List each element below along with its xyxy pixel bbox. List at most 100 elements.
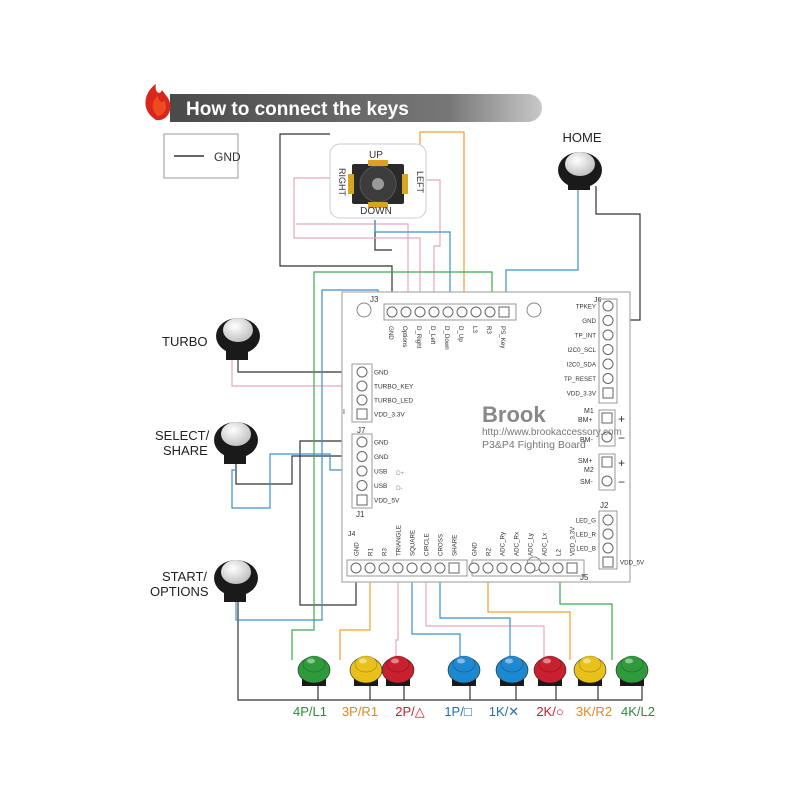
home-button-cap — [565, 152, 595, 176]
wire-blue-square — [411, 568, 461, 660]
m1-header — [598, 409, 616, 447]
action-button-highlight — [391, 658, 399, 664]
bottom-pin-label-2-r3: R3 — [382, 548, 389, 556]
j5-label: J5 — [580, 573, 589, 582]
m2-minus-sign: − — [618, 475, 625, 489]
home-button[interactable]: HOME — [558, 130, 602, 190]
start-button[interactable]: START/ OPTIONS — [150, 560, 258, 602]
j3-header — [383, 303, 517, 321]
j1-label: J1 — [356, 510, 365, 519]
j2-pin-led-b — [602, 542, 614, 554]
j6-pin-label-tp-int: TP_INT — [575, 333, 597, 340]
action-button-cap — [386, 655, 410, 673]
j7-pin-label-2-usb: USB — [374, 469, 387, 476]
joystick-left-label: LEFT — [415, 171, 425, 194]
bottom-pin-label-7-share: SHARE — [452, 535, 459, 556]
wire-pink-circle — [425, 568, 545, 660]
wire-orange-r1 — [339, 568, 371, 660]
j7-pin-2-usb — [356, 465, 368, 477]
header-bar — [170, 94, 542, 122]
j6-pin-label-tp-reset: TP_RESET — [564, 376, 596, 383]
wire-gnd-buttons — [237, 590, 643, 701]
j6-pin-label-i2c0-scl: I2C0_SCL — [567, 347, 596, 354]
action-button-cap — [538, 655, 562, 673]
action-button-2k-5[interactable]: 2K/○ — [533, 655, 567, 719]
turbo-cap — [223, 318, 253, 342]
action-button-3p-r1-1[interactable]: 3P/R1 — [342, 655, 383, 719]
action-button-3k-r2-6[interactable]: 3K/R2 — [573, 655, 612, 719]
j2-pin-vdd-5v — [602, 556, 614, 568]
j6-pin-tpkey — [602, 300, 614, 312]
select-button[interactable]: SELECT/ SHARE — [155, 422, 258, 464]
wire-blue-cross — [439, 568, 511, 660]
sm-minus-label: SM- — [580, 479, 594, 486]
j3-pin-d-down — [442, 306, 454, 318]
j6-pin-tp-reset — [602, 373, 614, 384]
bottom-pin-8-gnd — [468, 562, 480, 574]
joystick[interactable]: UP DOWN RIGHT LEFT — [329, 143, 427, 219]
j6-pin-i2c0-scl — [602, 344, 614, 355]
action-button-label: 1P/□ — [444, 704, 472, 719]
action-button-label: 2P/△ — [395, 704, 425, 719]
j6-pin-i2c0-sda — [602, 358, 614, 370]
turbo-header-pin-label-gnd: GND — [374, 370, 389, 377]
turbo-button[interactable]: TURBO — [162, 318, 260, 360]
action-button-highlight — [307, 658, 315, 664]
j3-pin-label-options: Options — [401, 326, 408, 347]
j7-pin-label-0-gnd: GND — [374, 440, 389, 447]
j2-pin-label-led-b: LED_B — [576, 546, 596, 553]
wire-gnd-turbo — [237, 355, 363, 373]
sm-plus-label: SM+ — [578, 458, 593, 465]
bottom-pin-label-9-r2: R2 — [486, 548, 493, 556]
joystick-up-label: UP — [369, 150, 383, 161]
usb-dm-label: D- — [396, 485, 403, 492]
j3-pin-d-up — [456, 306, 468, 318]
j6-pin-label-i2c0-sda: I2C0_SDA — [567, 362, 597, 369]
j6-pin-label-tpkey: TPKEY — [576, 304, 596, 311]
bottom-pin-label-11-adc-rx: ADC_Rx — [514, 531, 521, 556]
j2-pin-led-r — [602, 528, 614, 540]
m2-label: M2 — [584, 467, 594, 474]
action-button-highlight — [583, 658, 591, 664]
header: How to connect the keys — [145, 84, 542, 122]
j2-pin-label-led-r: LED_R — [576, 532, 596, 539]
bottom-pin-4-square — [406, 562, 418, 574]
joystick-down-label: DOWN — [360, 206, 392, 217]
bottom-pin-2-r3 — [378, 562, 390, 574]
turbo-header-pin-turbo-key — [356, 380, 368, 392]
wire-pink-right — [293, 177, 421, 312]
turbo-header-pin-turbo-led — [356, 394, 368, 406]
turbo-header-pin-vdd-3-3v — [356, 408, 368, 420]
bottom-pin-label-15-vdd-3-3v: VDD_3.3V — [570, 526, 577, 556]
select-cap — [221, 422, 251, 446]
turbo-header-pin-label-turbo-led: TURBO_LED — [374, 398, 413, 405]
action-button-label: 1K/✕ — [489, 704, 519, 719]
bottom-pin-15-vdd-3-3v — [566, 562, 578, 574]
board-url: http://www.brookaccessory.com — [482, 427, 622, 438]
action-button-2p-2[interactable]: 2P/△ — [381, 655, 425, 719]
action-button-cap — [500, 655, 524, 673]
j3-pin-options — [400, 306, 412, 318]
select-label-line1: SELECT/ — [155, 428, 210, 443]
joystick-switch-right — [348, 174, 354, 194]
action-button-4k-l2-7[interactable]: 4K/L2 — [615, 655, 655, 719]
j7-header — [351, 433, 373, 509]
action-button-4p-l1-0[interactable]: 4P/L1 — [293, 655, 331, 719]
action-button-1p-3[interactable]: 1P/□ — [444, 655, 481, 719]
start-label-line1: START/ — [162, 569, 207, 584]
bottom-pin-label-10-adc-ry: ADC_Ry — [500, 531, 507, 556]
j6-pin-vdd-3-3v — [602, 387, 614, 399]
action-button-1k-4[interactable]: 1K/✕ — [489, 655, 529, 719]
j3-pin-gnd — [386, 306, 398, 318]
wire-green-l2 — [559, 568, 613, 660]
j2-header — [598, 510, 618, 570]
bottom-pin-label-3-triangle: TRIANGLE — [396, 525, 403, 556]
home-label: HOME — [563, 130, 602, 145]
joystick-switch-left — [402, 174, 408, 194]
action-button-cap — [302, 655, 326, 673]
wire-gnd-joystick — [279, 133, 393, 312]
